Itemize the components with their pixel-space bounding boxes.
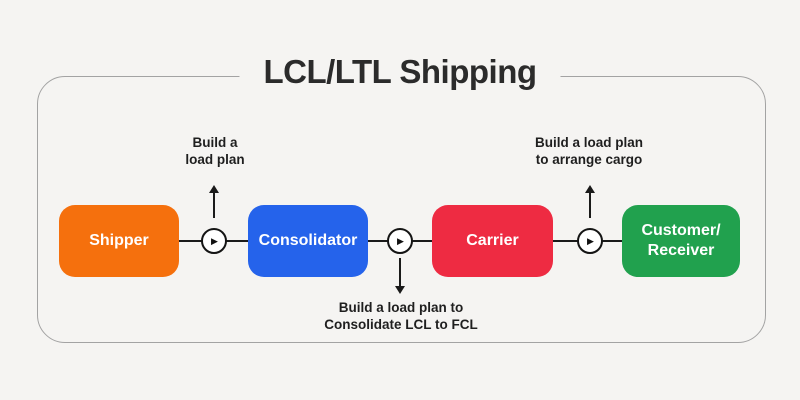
annotation-line: Build a load plan xyxy=(534,135,644,150)
node-consolidator-label: Consolidator xyxy=(258,232,358,249)
annotation-line: to arrange cargo xyxy=(535,152,643,167)
annotation-line: load plan xyxy=(185,152,245,167)
arrow-up-icon xyxy=(585,185,595,193)
annotation-line: Consolidate LCL to FCL xyxy=(324,317,478,332)
annotation-line: Build a load plan to xyxy=(338,300,464,315)
connector-2: ▶ xyxy=(387,228,413,254)
annotation-line: Build a xyxy=(192,135,238,150)
connector-1: ▶ xyxy=(201,228,227,254)
node-consolidator: Consolidator xyxy=(248,205,368,277)
arrow-up-icon xyxy=(209,185,219,193)
arrow-down-icon xyxy=(395,286,405,294)
play-icon: ▶ xyxy=(211,235,218,246)
play-icon: ▶ xyxy=(587,235,594,246)
arrow-up-line-1 xyxy=(213,192,215,218)
page-title: LCL/LTL Shipping xyxy=(239,49,561,95)
node-customer-label-line1: Customer/ xyxy=(641,222,721,239)
node-shipper: Shipper xyxy=(59,205,179,277)
node-carrier-label: Carrier xyxy=(466,232,519,249)
play-icon: ▶ xyxy=(397,235,404,246)
node-shipper-label: Shipper xyxy=(89,232,149,249)
annotation-consolidate-lcl-fcl: Build a load plan to Consolidate LCL to … xyxy=(324,299,478,333)
node-customer-receiver: Customer/ Receiver xyxy=(622,205,740,277)
node-carrier: Carrier xyxy=(432,205,553,277)
arrow-down-line-2 xyxy=(399,258,401,286)
connector-3: ▶ xyxy=(577,228,603,254)
arrow-up-line-3 xyxy=(589,192,591,218)
node-customer-label-line2: Receiver xyxy=(647,242,715,259)
annotation-build-load-plan: Build a load plan xyxy=(185,134,244,168)
annotation-arrange-cargo: Build a load plan to arrange cargo xyxy=(535,134,643,168)
